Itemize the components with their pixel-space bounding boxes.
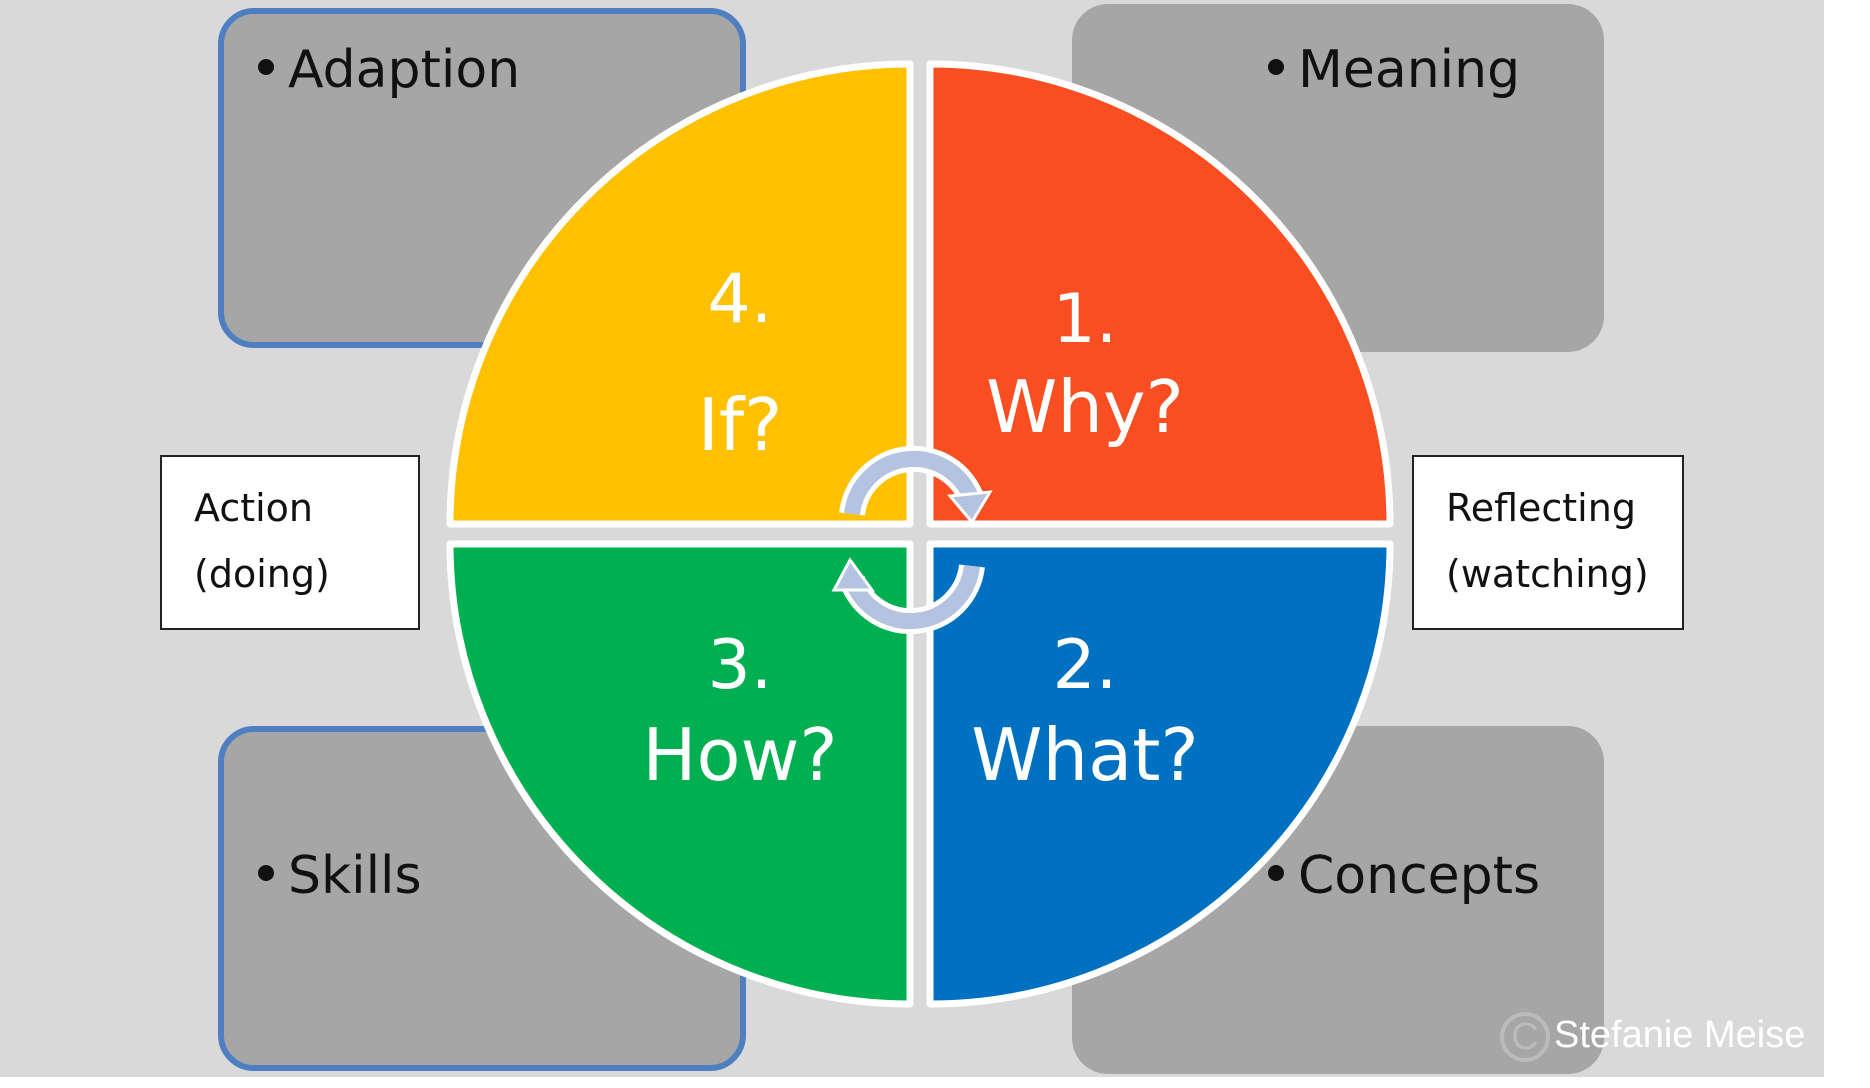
side-box-reflecting: Reflecting (watching): [1412, 455, 1684, 630]
side-box-action: Action (doing): [160, 455, 420, 630]
quadrant-question-if: If?: [698, 383, 783, 467]
circular-arrows-icon: [831, 445, 993, 635]
copyright-icon: C: [1500, 1012, 1550, 1062]
quadrant-why: [926, 60, 1394, 528]
watermark-text: Stefanie Meise: [1554, 1014, 1806, 1057]
bullet-dot: [1268, 865, 1284, 881]
quadrant-number-1: 1.: [1053, 280, 1118, 359]
label-adaption: Adaption: [288, 40, 521, 100]
quadrant-question-what: What?: [971, 713, 1198, 797]
label-meaning: Meaning: [1298, 40, 1521, 100]
quadrant-what: [926, 540, 1394, 1008]
bullet-dot: [258, 865, 274, 881]
quadrant-question-how: How?: [642, 713, 837, 797]
side-label-doing: (doing): [194, 552, 330, 596]
side-label-reflecting: Reflecting: [1446, 486, 1636, 530]
label-skills: Skills: [288, 846, 422, 906]
quadrant-question-why: Why?: [986, 365, 1184, 449]
side-label-watching: (watching): [1446, 552, 1649, 596]
quadrant-number-4: 4.: [708, 260, 773, 339]
quadrant-number-3: 3.: [708, 626, 773, 705]
label-concepts: Concepts: [1298, 846, 1541, 906]
quadrant-how: [446, 540, 914, 1008]
bullet-concepts: Concepts: [1268, 846, 1540, 906]
side-label-action: Action: [194, 486, 314, 530]
bullet-skills: Skills: [258, 846, 422, 906]
bullet-dot: [258, 59, 274, 75]
quadrant-if: [446, 60, 914, 528]
bullet-dot: [1268, 59, 1284, 75]
bullet-adaption: Adaption: [258, 40, 520, 100]
quadrant-number-2: 2.: [1053, 626, 1118, 705]
bullet-meaning: Meaning: [1268, 40, 1520, 100]
